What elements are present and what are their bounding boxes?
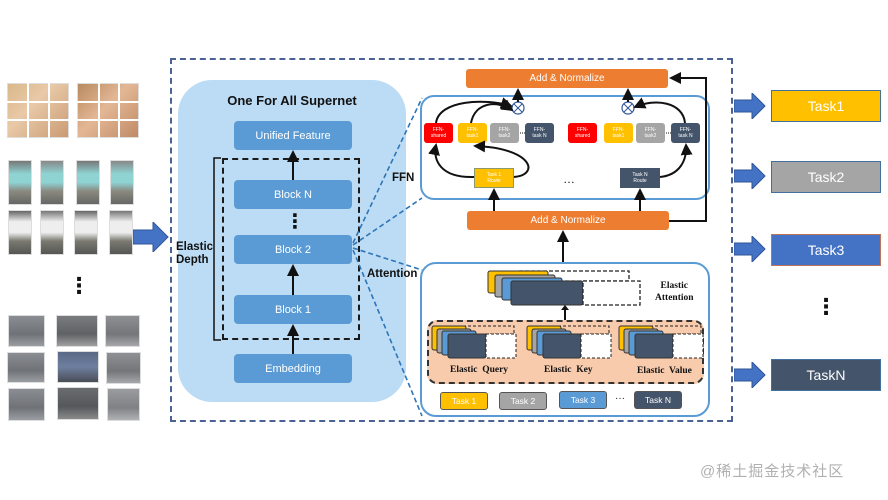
- elastic-attention-label: Elastic Attention: [655, 281, 694, 303]
- ffn-route-ellipsis: …: [563, 172, 575, 186]
- elastic-depth-bracket: [213, 157, 221, 341]
- ffn-chip-shared-right: FFN- shared: [568, 123, 597, 143]
- output-arrow-icon-taskn: [734, 362, 766, 388]
- elastic-value-label: Elastic Value: [637, 366, 692, 376]
- ffn-side-label: FFN: [392, 172, 415, 184]
- vehicle-image: [56, 315, 98, 347]
- vehicle-image: [105, 315, 140, 347]
- elastic-key-stack: [526, 325, 612, 359]
- vehicle-image: [8, 315, 45, 347]
- task-chip-2: Task 2: [499, 392, 547, 410]
- task-chip-ellipsis: ···: [615, 393, 625, 404]
- qkv-to-attention-arrow: [561, 305, 569, 322]
- pedestrian-image: [8, 210, 32, 255]
- zoom-line-att-bottom: [352, 249, 423, 417]
- pedestrian-image: [76, 160, 100, 205]
- output-arrow-icon-task1: [734, 93, 766, 119]
- input-arrow-icon: [133, 222, 169, 252]
- model-frame: [170, 58, 733, 422]
- add-normalize-bottom: Add & Normalize: [467, 211, 669, 230]
- pedestrian-image: [109, 210, 133, 255]
- elastic-query-label: Elastic Query: [450, 365, 509, 375]
- zoom-line-ffn-top: [352, 97, 423, 244]
- elastic-attention-stack: [487, 270, 641, 306]
- ffn-chip-task2-left: FFN- task2: [490, 123, 519, 143]
- block-1: Block 1: [234, 295, 352, 324]
- output-task3: Task3: [771, 234, 881, 266]
- elastic-depth-label: Elastic Depth: [176, 241, 214, 266]
- attention-side-label: Attention: [367, 268, 418, 280]
- watermark: @稀土掘金技术社区: [700, 463, 845, 480]
- taskn-route: Task N Route: [620, 168, 660, 188]
- ffn-chip-task2-right: FFN- task2: [636, 123, 665, 143]
- input-ellipsis: ⋮: [68, 273, 90, 298]
- ffn-chip-task1-left: FFN- task1: [458, 123, 487, 143]
- vehicle-image: [57, 387, 99, 420]
- ffn-chip-taskn-left: FFN- task N: [525, 123, 554, 143]
- pedestrian-image: [110, 160, 134, 205]
- task1-route: Task 1 Route: [474, 168, 514, 188]
- vehicle-image: [8, 388, 45, 421]
- vehicle-image: [107, 388, 140, 421]
- supernet-title: One For All Supernet: [227, 93, 357, 108]
- block-n: Block N: [234, 180, 352, 209]
- output-task2: Task2: [771, 161, 881, 193]
- vehicle-image: [57, 351, 99, 383]
- vehicle-image: [7, 352, 45, 383]
- vehicle-image: [106, 352, 141, 384]
- output-taskn: TaskN: [771, 359, 881, 391]
- pedestrian-image: [40, 210, 64, 255]
- pedestrian-image: [8, 160, 32, 205]
- output-arrow-icon-task3: [734, 236, 766, 262]
- elastic-query-stack: [431, 325, 517, 359]
- elastic-key-label: Elastic Key: [544, 365, 593, 375]
- supernet-connectors: [213, 97, 423, 417]
- pedestrian-image: [40, 160, 64, 205]
- block-2: Block 2: [234, 235, 352, 264]
- task-chip-3: Task 3: [559, 391, 607, 409]
- elastic-value-stack: [618, 325, 704, 359]
- ffn-chip-taskn-right: FFN- task N: [671, 123, 700, 143]
- zoom-line-att-top: [352, 247, 423, 271]
- task-chip-n: Task N: [634, 391, 682, 409]
- blocks-ellipsis: ⋮: [285, 211, 305, 233]
- ffn-connectors: [428, 72, 707, 262]
- embedding-block: Embedding: [234, 354, 352, 383]
- zoom-line-ffn-bottom: [352, 197, 423, 246]
- task-chip-1: Task 1: [440, 392, 488, 410]
- pedestrian-image: [74, 210, 98, 255]
- ffn-panel: [420, 95, 710, 200]
- output-ellipsis: ⋮: [815, 294, 837, 319]
- ffn-chip-shared-left: FFN- shared: [424, 123, 453, 143]
- face-grid-lines: [7, 83, 139, 138]
- ffn-chip-task1-right: FFN- task1: [604, 123, 633, 143]
- unified-feature-block: Unified Feature: [234, 121, 352, 150]
- input-images: ⋮: [0, 75, 150, 425]
- output-task1: Task1: [771, 90, 881, 122]
- add-normalize-top: Add & Normalize: [466, 69, 668, 88]
- output-arrow-icon-task2: [734, 163, 766, 189]
